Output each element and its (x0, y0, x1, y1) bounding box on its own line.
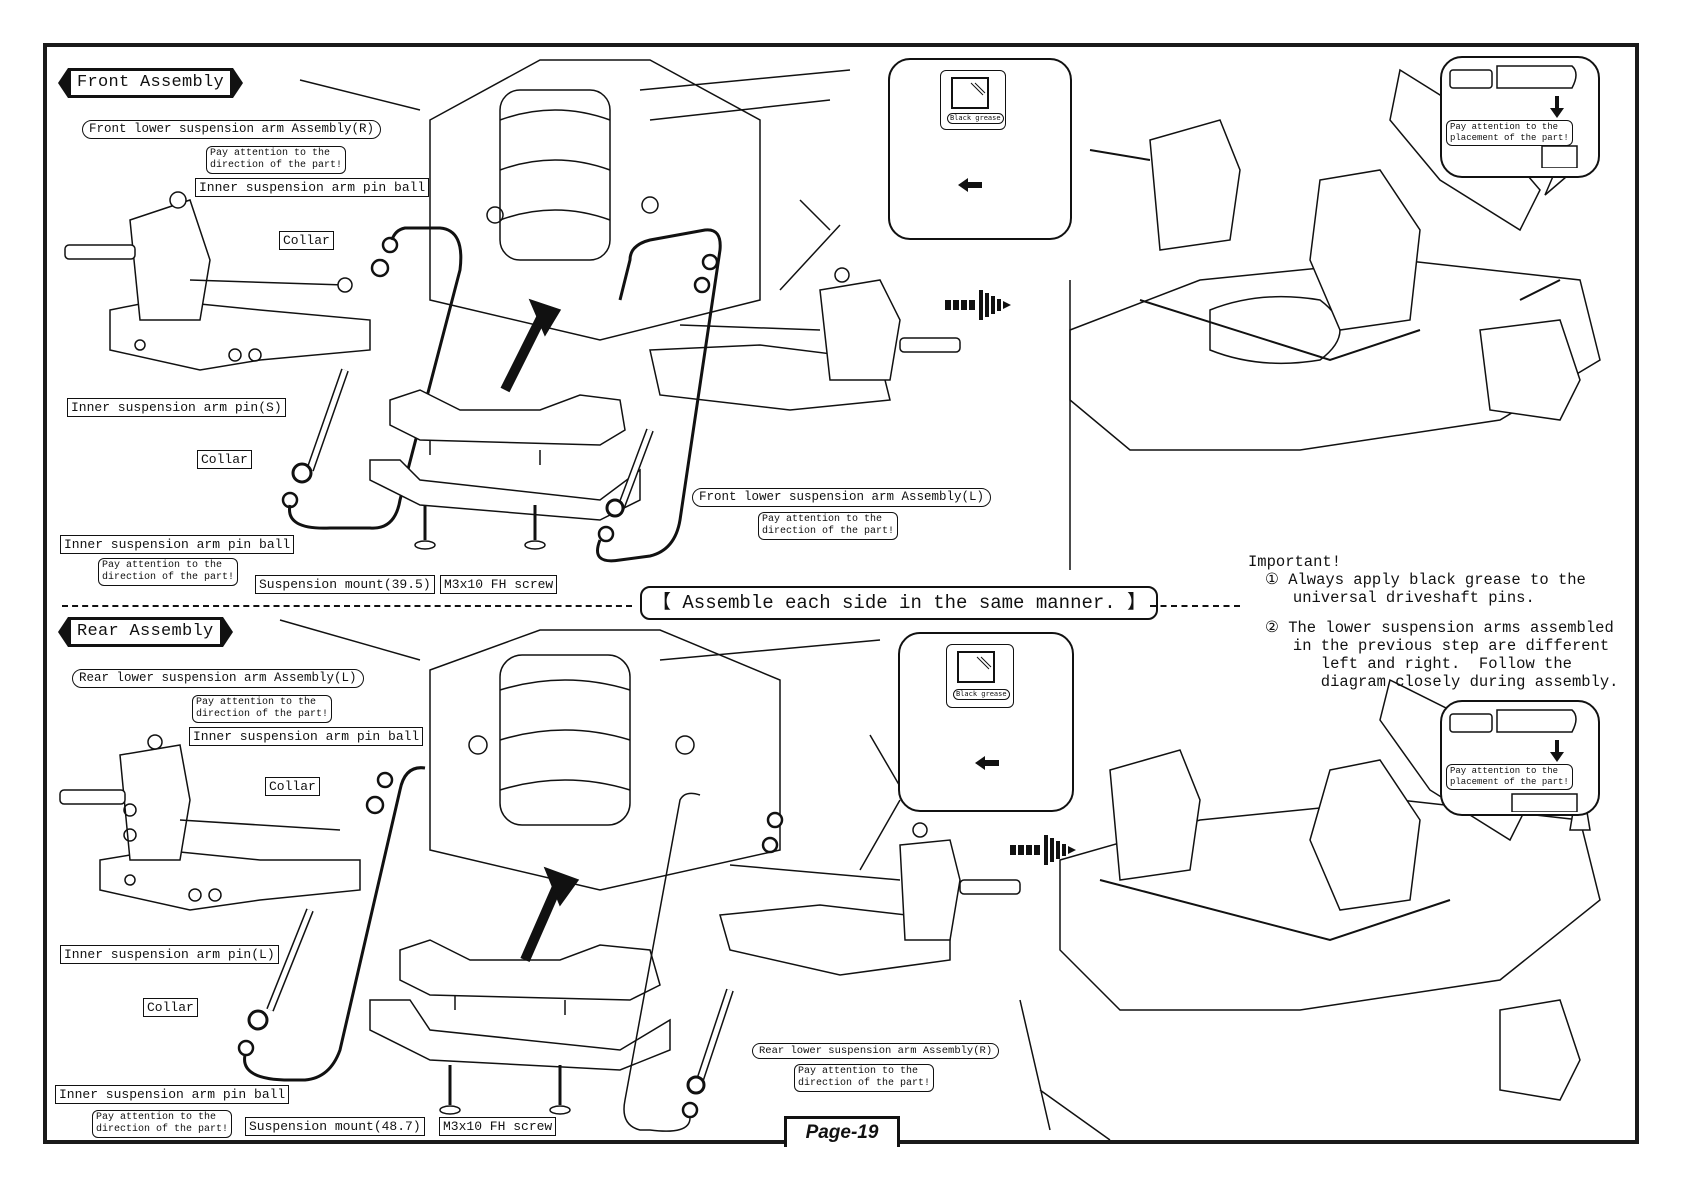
front-screw-label: M3x10 FH screw (440, 575, 558, 594)
rear-pin-label: Inner suspension arm pin(L) (60, 945, 279, 964)
front-pin-ball-top-label: Inner suspension arm pin ball (195, 178, 430, 197)
front-suspension-mount-label: Suspension mount(39.5) (255, 575, 435, 594)
rear-grease-inset: Black grease (898, 632, 1074, 812)
insert-arrow-icon (958, 178, 982, 192)
insert-arrow-icon (975, 756, 999, 770)
rear-placement-inset: Pay attention to the placement of the pa… (1440, 700, 1600, 816)
important-item-2: ② The lower suspension arms assembled in… (1265, 619, 1619, 691)
grease-label: Black grease (947, 113, 1004, 124)
rear-suspension-mount-label: Suspension mount(48.7) (245, 1117, 425, 1136)
section-divider-left (62, 605, 632, 607)
grease-callout: Black grease (946, 644, 1014, 708)
rear-arm-assembly-r-label: Rear lower suspension arm Assembly(R) (752, 1043, 1000, 1059)
section-title-text: Front Assembly (68, 68, 234, 98)
grease-label: Black grease (953, 689, 1010, 700)
rear-pin-ball-top-label: Inner suspension arm pin ball (189, 727, 424, 746)
rear-collar-top-label: Collar (265, 777, 320, 796)
front-direction-note-l: Pay attention to the direction of the pa… (758, 512, 899, 540)
placement-note: Pay attention to the placement of the pa… (1446, 120, 1573, 146)
front-collar-bottom-label: Collar (197, 450, 252, 469)
important-heading: Important! (1248, 553, 1342, 571)
rear-suspension-mount-drawing (369, 866, 671, 1115)
rear-direction-note-r: Pay attention to the direction of the pa… (794, 1064, 935, 1092)
front-right-upright-drawing (596, 228, 961, 563)
front-chassis-drawing (299, 59, 851, 341)
rear-arm-assembly-l-label: Rear lower suspension arm Assembly(L) (72, 669, 364, 688)
front-collar-top-label: Collar (279, 231, 334, 250)
rod-end-icon (1449, 709, 1578, 812)
step-arrow-icon (1010, 835, 1076, 865)
front-placement-inset: Pay attention to the placement of the pa… (1440, 56, 1600, 178)
front-left-pin-drawing (281, 226, 463, 530)
front-arm-assembly-l-label: Front lower suspension arm Assembly(L) (692, 488, 992, 507)
rear-direction-note-l: Pay attention to the direction of the pa… (192, 695, 333, 723)
front-direction-note-bottom: Pay attention to the direction of the pa… (98, 558, 239, 586)
grease-tube-icon (957, 651, 995, 683)
section-divider-right (1150, 605, 1240, 607)
same-manner-banner: 【 Assemble each side in the same manner.… (640, 586, 1159, 620)
grease-callout: Black grease (940, 70, 1006, 130)
rear-chassis-drawing (279, 619, 881, 891)
rear-left-upright-drawing (59, 734, 361, 911)
front-grease-inset: Black grease (888, 58, 1072, 240)
front-direction-note-r: Pay attention to the direction of the pa… (206, 146, 347, 174)
front-arm-assembly-r-label: Front lower suspension arm Assembly(R) (82, 120, 382, 139)
rear-right-upright-drawing (623, 792, 1021, 1132)
front-completed-assembly-drawing (1069, 68, 1601, 570)
placement-note: Pay attention to the placement of the pa… (1446, 764, 1573, 790)
front-pin-label: Inner suspension arm pin(S) (67, 398, 286, 417)
front-left-upright-drawing (64, 191, 371, 371)
rod-end-icon (1449, 65, 1578, 168)
front-assembly-title: Front Assembly (58, 68, 244, 98)
step-arrow-icon (945, 290, 1011, 320)
grease-tube-icon (951, 77, 989, 109)
rear-collar-bottom-label: Collar (143, 998, 198, 1017)
page-number: Page-19 (784, 1116, 900, 1147)
front-pin-ball-bottom-label: Inner suspension arm pin ball (60, 535, 295, 554)
rear-assembly-title: Rear Assembly (58, 617, 233, 647)
important-item-1: ① Always apply black grease to the unive… (1265, 571, 1586, 607)
rear-pin-ball-bottom-label: Inner suspension arm pin ball (55, 1085, 290, 1104)
rear-direction-note-bottom: Pay attention to the direction of the pa… (92, 1110, 233, 1138)
front-suspension-mount-drawing (369, 298, 641, 550)
section-title-text: Rear Assembly (68, 617, 223, 647)
rear-screw-label: M3x10 FH screw (439, 1117, 557, 1136)
rear-left-pin-drawing (237, 766, 426, 1082)
